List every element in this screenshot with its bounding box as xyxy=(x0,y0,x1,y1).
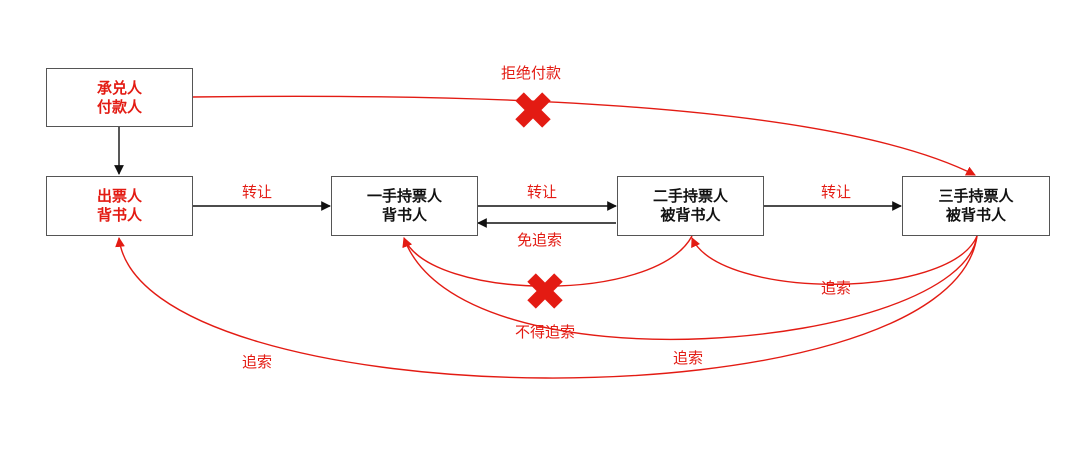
cross-mark-icon xyxy=(527,273,563,309)
first-holder-node: 一手持票人 背书人 xyxy=(331,176,478,236)
recourse-3-to-drawer-curve xyxy=(115,235,978,379)
no-recourse-label: 不得追索 xyxy=(515,323,576,341)
transfer-label-3: 转让 xyxy=(821,183,852,201)
node-line-2: 背书人 xyxy=(96,206,142,224)
node-line-2: 被背书人 xyxy=(945,206,1006,224)
transfer-label-2: 转让 xyxy=(527,183,558,201)
node-line-2: 被背书人 xyxy=(660,206,721,224)
node-line-1: 二手持票人 xyxy=(652,187,728,205)
node-line-2: 背书人 xyxy=(381,206,427,224)
node-line-1: 承兑人 xyxy=(96,78,142,97)
recourse-3-to-1-curve xyxy=(402,235,978,341)
recourse-3-to-1-label: 追索 xyxy=(673,349,704,367)
third-holder-node: 三手持票人 被背书人 xyxy=(902,176,1050,236)
node-line-1: 出票人 xyxy=(96,187,142,205)
second-holder-node: 二手持票人 被背书人 xyxy=(617,176,764,236)
no-recourse-back-label: 免追索 xyxy=(517,231,563,249)
acceptor-payer-node: 承兑人 付款人 xyxy=(46,68,193,127)
transfer-label-1: 转让 xyxy=(242,183,273,201)
drawer-endorser-node: 出票人 背书人 xyxy=(46,176,193,236)
refuse-payment-curve xyxy=(191,95,976,176)
cross-mark-icon xyxy=(515,92,551,128)
node-line-1: 三手持票人 xyxy=(938,187,1014,205)
refuse-payment-label: 拒绝付款 xyxy=(501,64,562,82)
node-line-1: 一手持票人 xyxy=(366,187,442,205)
node-line-2: 付款人 xyxy=(96,97,142,116)
recourse-3-to-2-label: 追索 xyxy=(821,279,852,297)
recourse-3-to-2-curve xyxy=(691,235,978,285)
recourse-3-to-drawer-label: 追索 xyxy=(242,353,273,371)
